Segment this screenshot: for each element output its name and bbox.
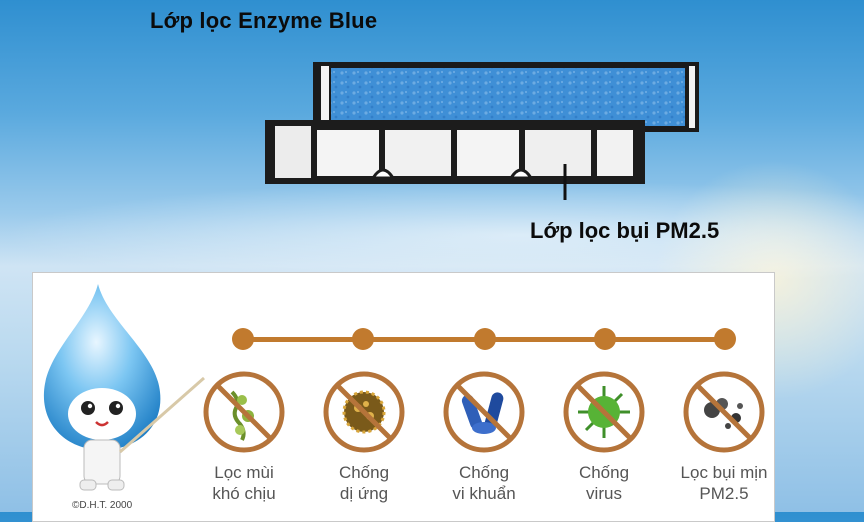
timeline-dot-2 (352, 328, 374, 350)
timeline-dot-5 (714, 328, 736, 350)
pollen-prohibited-icon (323, 371, 405, 453)
leaf-odor-prohibited-icon (203, 371, 285, 453)
enzyme-blue-label: Lớp lọc Enzyme Blue (150, 8, 378, 33)
copyright-text: ©D.H.T. 2000 (72, 500, 133, 511)
timeline-dot-3 (474, 328, 496, 350)
timeline-dot-1 (232, 328, 254, 350)
pm25-label: Lớp lọc bụi PM2.5 (530, 218, 720, 243)
timeline-dot-4 (594, 328, 616, 350)
cloud-haze (0, 180, 864, 290)
water-drop-mascot (43, 284, 205, 491)
virus-prohibited-icon (563, 371, 645, 453)
filter-illustration (265, 62, 699, 200)
bacteria-prohibited-icon (443, 371, 525, 453)
dust-prohibited-icon (683, 371, 765, 453)
